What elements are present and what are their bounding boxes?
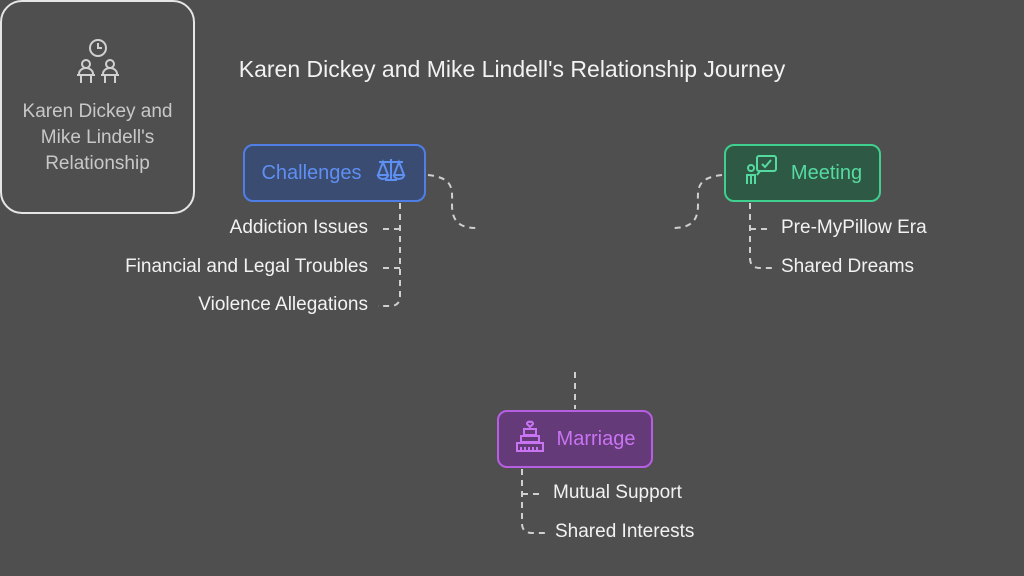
center-label: Karen Dickey and Mike Lindell's Relation…	[22, 100, 173, 174]
wedding-cake-icon	[515, 419, 545, 459]
connector-marriage-items	[521, 469, 545, 534]
diagram-title: Karen Dickey and Mike Lindell's Relation…	[238, 56, 786, 82]
node-label: Meeting	[790, 161, 863, 184]
challenge-item: Addiction Issues	[229, 217, 368, 238]
node-meeting: Meeting	[724, 144, 881, 202]
node-challenges: Challenges	[243, 144, 426, 202]
person-chat-icon	[743, 154, 779, 192]
challenge-item: Violence Allegations	[198, 294, 368, 315]
meeting-people-clock-icon	[73, 38, 123, 93]
connector-meeting-items	[749, 203, 772, 269]
meeting-item: Shared Dreams	[781, 256, 915, 277]
connector-meeting-center	[671, 174, 723, 229]
scales-icon	[374, 157, 408, 189]
node-label: Challenges	[261, 161, 362, 184]
marriage-item: Mutual Support	[553, 482, 682, 503]
connector-challenges-center	[427, 174, 478, 229]
connector-challenges-items	[378, 203, 401, 307]
node-label: Marriage	[556, 427, 636, 450]
challenge-item: Financial and Legal Troubles	[125, 256, 368, 277]
meeting-item: Pre-MyPillow Era	[781, 217, 927, 238]
marriage-item: Shared Interests	[555, 521, 695, 542]
node-marriage: Marriage	[497, 410, 653, 468]
center-node: Karen Dickey and Mike Lindell's Relation…	[0, 0, 195, 214]
